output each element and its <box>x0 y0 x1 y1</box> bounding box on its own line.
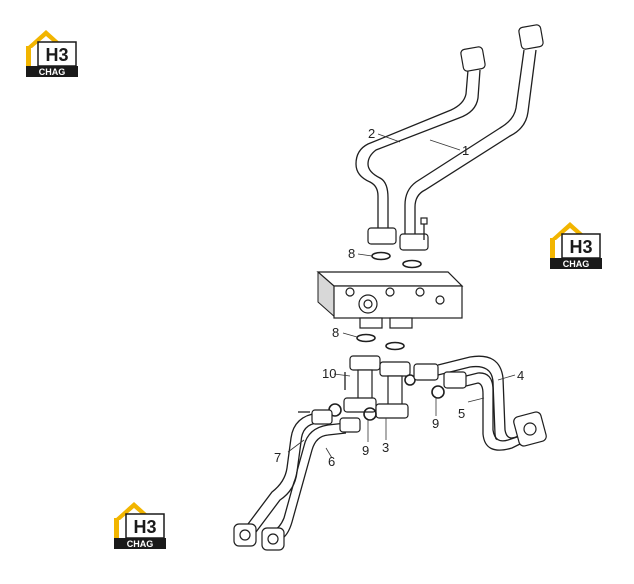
callout-10: 10 <box>322 366 336 381</box>
o-ring <box>402 259 422 269</box>
left-pipe-6 <box>271 422 347 541</box>
bolt-head <box>420 217 428 225</box>
logo-mark: H3 <box>569 237 592 257</box>
flange-right-lower <box>443 371 467 389</box>
valve-block <box>316 271 464 329</box>
port <box>523 422 537 436</box>
left-pipe-7 <box>247 412 319 533</box>
o-ring <box>371 251 391 261</box>
flange-right-upper <box>413 363 439 381</box>
logo-wordmark: CHAG <box>563 259 590 269</box>
logo-mark: H3 <box>45 45 68 65</box>
flange-left-upper <box>311 409 333 425</box>
callout-7: 7 <box>274 450 281 465</box>
port <box>267 533 279 545</box>
split-flange <box>375 403 409 419</box>
callout-3: 3 <box>382 440 389 455</box>
callout-6: 6 <box>328 454 335 469</box>
o-ring <box>356 333 376 343</box>
brand-logo-top-left: H3 CHAG <box>26 30 78 77</box>
flange-upper-right <box>399 233 429 251</box>
callout-2: 2 <box>368 126 375 141</box>
callout-5: 5 <box>458 406 465 421</box>
brand-logo-bottom: H3 CHAG <box>114 502 166 549</box>
brand-logo-right: H3 CHAG <box>550 222 602 269</box>
o-ring <box>363 407 377 421</box>
port <box>239 529 251 541</box>
right-pipe-5 <box>460 372 522 451</box>
flange-upper-left <box>367 227 397 245</box>
upper-pipe-1 <box>404 49 537 238</box>
upper-pipe-2 <box>355 69 481 232</box>
callout-9-left: 9 <box>362 443 369 458</box>
elbow-fitting <box>460 46 486 72</box>
logo-mark: H3 <box>133 517 156 537</box>
split-flange <box>343 397 377 413</box>
callout-9-right: 9 <box>432 416 439 431</box>
callout-8-lower: 8 <box>332 325 339 340</box>
o-ring <box>385 341 405 351</box>
o-ring <box>431 385 445 399</box>
callout-4: 4 <box>517 368 524 383</box>
adapter-flange-left <box>349 355 381 371</box>
logo-wordmark: CHAG <box>127 539 154 549</box>
elbow-fitting <box>518 24 544 50</box>
flange-left-lower <box>339 417 361 433</box>
callout-8-upper: 8 <box>348 246 355 261</box>
adapter-body-right <box>387 375 403 407</box>
adapter-body-left <box>357 369 373 401</box>
callout-1: 1 <box>462 143 469 158</box>
adapter-flange-right <box>379 361 411 377</box>
logo-wordmark: CHAG <box>39 67 66 77</box>
